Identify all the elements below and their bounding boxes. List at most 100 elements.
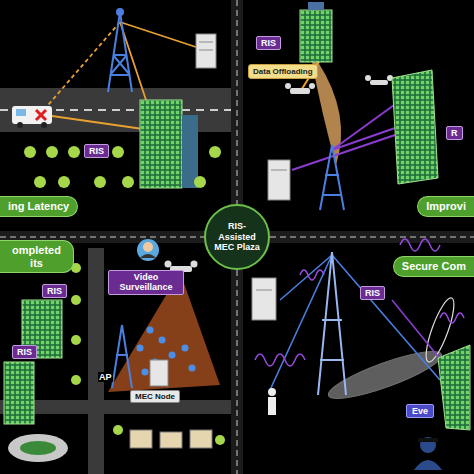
node-text: MEC Node xyxy=(135,392,175,401)
trees-part xyxy=(58,176,70,188)
ris-building-part xyxy=(140,100,182,188)
face-icon-part xyxy=(143,242,153,252)
cell-tower-part xyxy=(112,325,132,388)
ris-label: RIS xyxy=(360,286,385,300)
roads xyxy=(0,248,231,474)
node-text: ompleted its xyxy=(8,244,65,269)
houses-part xyxy=(130,430,152,448)
stadium xyxy=(8,434,68,462)
node-text: RIS xyxy=(17,347,32,357)
drone-part xyxy=(285,83,291,89)
trees-part xyxy=(94,176,106,188)
ris-label: RIS xyxy=(42,284,67,298)
node-text: Improvi xyxy=(426,200,466,213)
vehicle xyxy=(12,106,52,128)
ris-building-part xyxy=(182,115,198,188)
trees-part xyxy=(71,295,81,305)
ris-building xyxy=(300,2,332,62)
signal-waves-part xyxy=(300,270,324,280)
trees-part xyxy=(24,146,36,158)
server xyxy=(252,278,276,320)
ris-building-part xyxy=(4,362,34,424)
stadium-part xyxy=(20,441,56,455)
crowd-part xyxy=(137,345,144,352)
cell-tower-part xyxy=(117,9,123,15)
cell-tower xyxy=(108,9,132,92)
drone-part xyxy=(370,80,388,85)
eavesdropper-part xyxy=(418,438,438,442)
signal-links-part xyxy=(45,115,150,130)
vehicle-part xyxy=(36,110,46,120)
trees-part xyxy=(209,146,221,158)
vehicle-part xyxy=(12,106,52,124)
ris-building xyxy=(392,70,438,184)
node-text: ing Latency xyxy=(8,200,69,213)
server-part xyxy=(199,42,213,43)
cell-tower-part xyxy=(318,252,346,395)
user-figure-part xyxy=(268,397,276,415)
mec-node-box: MEC Node xyxy=(130,390,180,403)
ris-building xyxy=(4,300,62,424)
user-figure-part xyxy=(268,388,276,396)
node-text: Secure Com xyxy=(402,260,466,273)
ris-label: RIS xyxy=(12,345,37,359)
trees-part xyxy=(68,146,80,158)
surveillance-label: Video Surveillance xyxy=(108,270,184,295)
stadium-part xyxy=(8,434,68,462)
trees-part xyxy=(194,176,206,188)
ap-label: AP xyxy=(98,372,113,382)
crowd-part xyxy=(147,327,154,334)
crowd-part xyxy=(159,337,166,344)
node-text: Eve xyxy=(412,406,428,416)
user-figure xyxy=(268,388,276,415)
server xyxy=(268,160,290,200)
node-text: RIS xyxy=(261,38,276,48)
node-text: RIS xyxy=(47,286,62,296)
cell-tower xyxy=(320,145,344,210)
scenario-pill: Secure Com xyxy=(393,256,474,277)
server-part xyxy=(256,290,272,291)
server xyxy=(196,34,216,68)
crowd-part xyxy=(169,352,176,359)
houses-part xyxy=(190,430,212,448)
node-text: RIS xyxy=(89,146,104,156)
scenario-pill: Improvi xyxy=(417,196,474,217)
trees-part xyxy=(46,146,58,158)
signal-links-part xyxy=(292,135,395,170)
eavesdropper xyxy=(414,437,442,470)
node-text: RIS-Assisted MEC Plaza xyxy=(212,221,262,252)
signal-links-part xyxy=(280,255,332,300)
trees-part xyxy=(215,435,225,445)
trees-part xyxy=(71,375,81,385)
crowd-part xyxy=(182,345,189,352)
ris-building-part xyxy=(392,70,438,184)
trees-part xyxy=(113,425,123,435)
scenario-pill: ing Latency xyxy=(0,196,78,217)
drone-part xyxy=(365,75,371,81)
drone-part xyxy=(165,261,172,268)
trees-part xyxy=(71,335,81,345)
signal-links-part xyxy=(270,255,332,390)
eve-box: Eve xyxy=(406,404,434,418)
houses-part xyxy=(160,432,182,448)
server-part xyxy=(252,278,276,320)
signal-waves-part xyxy=(400,239,440,251)
hub-circle: RIS-Assisted MEC Plaza xyxy=(204,204,270,270)
ris-label: RIS xyxy=(256,36,281,50)
ris-label: RIS xyxy=(84,144,109,158)
node-text: Video Surveillance xyxy=(113,272,179,293)
ris-building xyxy=(140,100,198,188)
server-part xyxy=(196,34,216,68)
signal-links-part xyxy=(42,22,120,112)
trees-part xyxy=(34,176,46,188)
face-icon-part xyxy=(140,254,156,258)
ris-panel xyxy=(438,345,470,430)
signal-links-part xyxy=(120,22,205,50)
drone-part xyxy=(290,88,310,94)
vehicle-part xyxy=(17,122,23,128)
node-text: RIS xyxy=(365,288,380,298)
cell-tower-part xyxy=(108,12,132,92)
